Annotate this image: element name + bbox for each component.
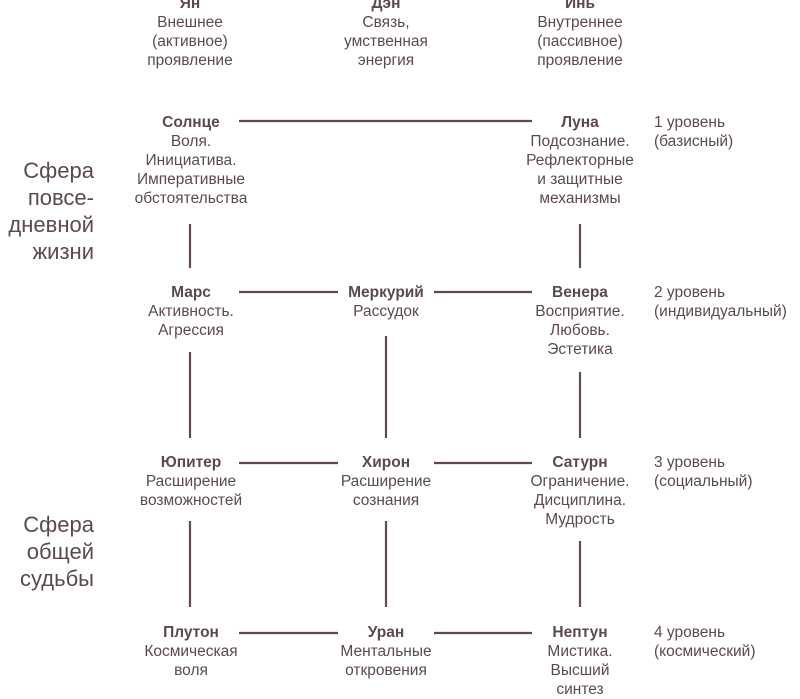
node-jupiter-title: Юпитер <box>160 454 222 471</box>
node-saturn-title: Сатурн <box>552 454 608 471</box>
node-sun-title: Солнце <box>162 114 220 131</box>
level-4-label: 4 уровень (космический) <box>654 624 756 660</box>
node-saturn: Сатурн Ограничение. Дисциплина. Мудрость <box>495 453 665 529</box>
node-mars-desc: Активность. Агрессия <box>148 303 234 339</box>
node-venus-title: Венера <box>552 284 608 301</box>
node-pluto: Плутон Космическая воля <box>106 623 276 680</box>
node-chiron: Хирон Расширение сознания <box>301 453 471 510</box>
node-mars-title: Марс <box>171 284 211 301</box>
node-uranus: Уран Ментальные откровения <box>301 623 471 680</box>
node-jupiter-desc: Расширение возможностей <box>139 473 243 509</box>
level-2-label: 2 уровень (индивидуальный) <box>654 284 787 320</box>
column-den-desc: Связь, умственная энергия <box>344 14 428 69</box>
node-moon-desc: Подсознание. Рефлекторные и защитные мех… <box>526 133 634 207</box>
column-yin-desc: Внутреннее (пассивное) проявление <box>537 14 623 69</box>
node-sun: Солнце Воля. Инициатива. Императивные об… <box>106 113 276 208</box>
level-1-label: 1 уровень (базисный) <box>654 114 734 150</box>
sphere-everyday-life: Сфера повсе- дневной жизни <box>8 158 94 264</box>
node-pluto-title: Плутон <box>163 624 219 641</box>
node-uranus-desc: Ментальные откровения <box>340 643 432 679</box>
column-yin-title: Инь <box>564 0 596 12</box>
node-sun-desc: Воля. Инициатива. Императивные обстоятел… <box>134 133 248 207</box>
column-yang: Ян Внешнее (активное) проявление <box>110 0 270 70</box>
node-saturn-desc: Ограничение. Дисциплина. Мудрость <box>530 473 630 528</box>
sphere-common-fate: Сфера общей судьбы <box>20 512 94 591</box>
node-neptune-desc: Мистика. Высший синтез <box>547 643 613 698</box>
node-jupiter: Юпитер Расширение возможностей <box>106 453 276 510</box>
node-mercury-desc: Рассудок <box>353 303 419 320</box>
node-mercury: Меркурий Рассудок <box>301 283 471 321</box>
node-venus: Венера Восприятие. Любовь. Эстетика <box>495 283 665 359</box>
level-3-label: 3 уровень (социальный) <box>654 454 753 490</box>
node-uranus-title: Уран <box>367 624 405 641</box>
column-yang-title: Ян <box>179 0 201 12</box>
column-yin: Инь Внутреннее (пассивное) проявление <box>500 0 660 70</box>
node-neptune-title: Нептун <box>552 624 608 641</box>
column-den-title: Дэн <box>371 0 401 12</box>
node-venus-desc: Восприятие. Любовь. Эстетика <box>535 303 625 358</box>
column-yang-desc: Внешнее (активное) проявление <box>147 14 233 69</box>
node-chiron-title: Хирон <box>361 454 411 471</box>
node-chiron-desc: Расширение сознания <box>340 473 432 509</box>
column-den: Дэн Связь, умственная энергия <box>306 0 466 70</box>
node-neptune: Нептун Мистика. Высший синтез <box>495 623 665 699</box>
node-mars: Марс Активность. Агрессия <box>106 283 276 340</box>
node-mercury-title: Меркурий <box>348 284 424 301</box>
node-moon-title: Луна <box>561 114 599 131</box>
node-moon: Луна Подсознание. Рефлекторные и защитны… <box>495 113 665 208</box>
node-pluto-desc: Космическая воля <box>144 643 238 679</box>
